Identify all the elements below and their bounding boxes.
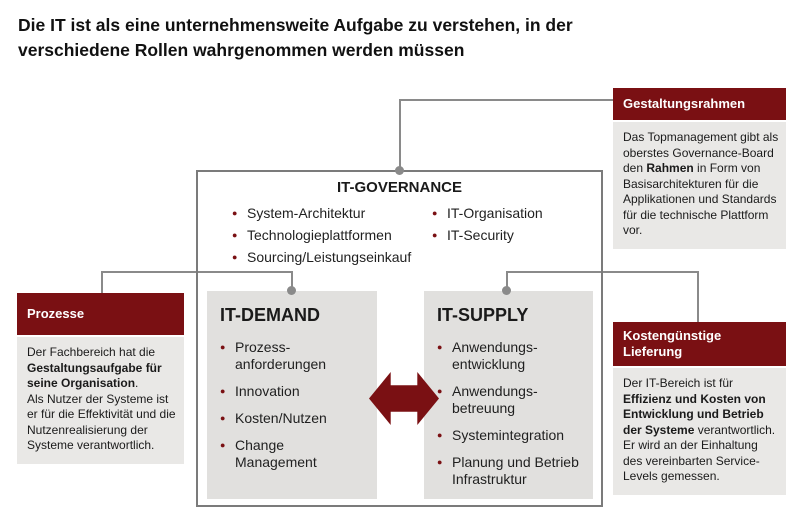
bullet-icon: ● xyxy=(220,440,226,450)
it-governance-title: IT-GOVERNANCE xyxy=(336,179,462,196)
gestaltungsrahmen-header: Gestaltungsrahmen xyxy=(613,88,786,120)
list-item-label: Anwendungs- betreuung xyxy=(452,383,538,416)
bullet-icon: ● xyxy=(232,230,238,240)
list-item-label: Prozess- anforderungen xyxy=(235,339,327,372)
prozesse-body: Der Fachbereich hat die Gestaltungsaufga… xyxy=(17,337,184,464)
list-item-label: IT-Security xyxy=(447,227,514,243)
list-item: ● Technologieplattformen xyxy=(232,224,411,246)
list-item-label: Planung und Betrieb Infrastruktur xyxy=(452,454,579,487)
connector-line-to-gestaltungsrahmen xyxy=(399,99,613,101)
bullet-icon: ● xyxy=(437,386,443,396)
connector-line-to-demand xyxy=(291,271,293,291)
list-item: ● Planung und Betrieb Infrastruktur xyxy=(437,454,587,488)
it-supply-list: ● Anwendungs- entwicklung ● Anwendungs- be… xyxy=(424,339,593,488)
kosten-header: Kostengünstige Lieferung xyxy=(613,322,786,366)
gestaltungsrahmen-body: Das Topmanagement gibt als oberstes Gove… xyxy=(613,122,786,249)
connector-line-to-supply xyxy=(506,271,508,291)
it-supply-title: IT-SUPPLY xyxy=(437,305,529,325)
list-item: ● IT-Security xyxy=(432,224,543,246)
connector-line-governance-up xyxy=(399,99,401,171)
list-item: ● Prozess- anforderungen xyxy=(220,339,371,373)
bullet-icon: ● xyxy=(220,413,226,423)
it-demand-panel: IT-DEMAND ● Prozess- anforderungen ● Innov… xyxy=(207,291,377,499)
list-item-label: Technologieplattformen xyxy=(247,227,392,243)
list-item-label: Change Management xyxy=(235,437,317,470)
bullet-icon: ● xyxy=(437,342,443,352)
slide-title: Die IT ist als eine unternehmensweite Au… xyxy=(18,15,573,60)
connector-dot-governance xyxy=(395,166,404,175)
it-demand-list: ● Prozess- anforderungen ● Innovation ● Kos… xyxy=(207,339,377,471)
list-item: ● Anwendungs- betreuung xyxy=(437,383,587,417)
list-item: ● Systemintegration xyxy=(437,427,587,444)
bullet-icon: ● xyxy=(437,457,443,467)
list-item-label: IT-Organisation xyxy=(447,205,543,221)
list-item-label: Anwendungs- entwicklung xyxy=(452,339,538,372)
list-item: ● Innovation xyxy=(220,383,371,400)
list-item-label: System-Architektur xyxy=(247,205,366,221)
it-demand-title: IT-DEMAND xyxy=(220,305,320,325)
connector-dot-demand xyxy=(287,286,296,295)
bullet-icon: ● xyxy=(437,430,443,440)
list-item-label: Innovation xyxy=(235,383,300,399)
list-item: ● Sourcing/Leistungseinkauf xyxy=(232,246,411,268)
bullet-icon: ● xyxy=(432,230,438,240)
list-item: ● Anwendungs- entwicklung xyxy=(437,339,587,373)
governance-list-left: ● System-Architektur ● Technologieplattfor… xyxy=(232,202,411,268)
list-item: ● Kosten/Nutzen xyxy=(220,410,371,427)
it-supply-panel: IT-SUPPLY ● Anwendungs- entwicklung ● Anwe… xyxy=(424,291,593,499)
connector-line-to-prozesse xyxy=(101,271,103,294)
list-item-label: Sourcing/Leistungseinkauf xyxy=(247,249,412,265)
bullet-icon: ● xyxy=(232,252,238,262)
bullet-icon: ● xyxy=(220,342,226,352)
connector-line-to-kosten xyxy=(697,271,699,323)
prozesse-header: Prozesse xyxy=(17,293,184,335)
kosten-box: Kostengünstige Lieferung Der IT-Bereich … xyxy=(613,322,786,495)
list-item-label: Kosten/Nutzen xyxy=(235,410,327,426)
governance-list-right: ● IT-Organisation ● IT-Security xyxy=(432,202,543,246)
list-item-label: Systemintegration xyxy=(452,427,565,443)
list-item: ● System-Architektur xyxy=(232,202,411,224)
bullet-icon: ● xyxy=(432,208,438,218)
list-item: ● IT-Organisation xyxy=(432,202,543,224)
bullet-icon: ● xyxy=(232,208,238,218)
connector-dot-supply xyxy=(502,286,511,295)
list-item: ● Change Management xyxy=(220,437,371,471)
bullet-icon: ● xyxy=(220,386,226,396)
prozesse-box: Prozesse Der Fachbereich hat die Gestalt… xyxy=(17,293,184,464)
kosten-body: Der IT-Bereich ist für Effizienz und Kos… xyxy=(613,368,786,495)
gestaltungsrahmen-box: Gestaltungsrahmen Das Topmanagement gibt… xyxy=(613,88,786,249)
